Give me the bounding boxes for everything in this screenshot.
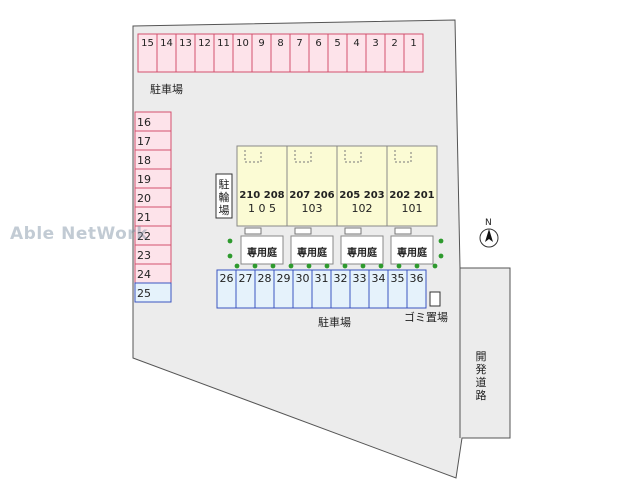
unit-lower-number: 103	[302, 202, 323, 215]
parking-space-number: 27	[239, 272, 253, 285]
garden-step	[294, 227, 312, 235]
parking-space-number: 21	[137, 211, 151, 224]
hedge-dot	[324, 263, 330, 269]
parking-space-number: 5	[334, 38, 340, 49]
parking-space-number: 23	[137, 249, 151, 262]
garden-step	[244, 227, 262, 235]
hedge-dots	[227, 238, 444, 269]
parking-space-number: 22	[137, 230, 151, 243]
parking-label-lower: 駐車場	[318, 316, 351, 329]
unit-lower-number: 101	[402, 202, 423, 215]
hedge-dot	[306, 263, 312, 269]
private-garden-label: 専用庭	[347, 246, 378, 259]
unit-lower-number: 1 0 5	[248, 202, 276, 215]
apartment-unit	[336, 145, 388, 227]
parking-row-bottom: 26 27 28 29 30 31 32 33 34 35 36	[216, 269, 427, 309]
hedge-dot	[360, 263, 366, 269]
parking-space-number: 2	[391, 38, 397, 49]
garden-step	[344, 227, 362, 235]
roof-outline	[344, 150, 362, 163]
parking-space-number: 8	[277, 38, 283, 49]
parking-space-number: 9	[258, 38, 264, 49]
parking-space-number: 10	[236, 38, 249, 49]
private-garden-label: 専用庭	[397, 246, 428, 259]
hedge-dot	[270, 263, 276, 269]
hedge-dot	[227, 253, 233, 259]
private-garden	[340, 235, 384, 265]
parking-space-number: 4	[353, 38, 359, 49]
parking-space-number: 34	[372, 272, 386, 285]
unit-upper-numbers: 207 206	[289, 190, 334, 201]
hedge-dot	[227, 238, 233, 244]
parking-space-number: 36	[410, 272, 424, 285]
parking-space-number: 18	[137, 154, 151, 167]
parking-space-number: 17	[137, 135, 151, 148]
parking-space-number: 33	[353, 272, 367, 285]
parking-space-number: 19	[137, 173, 151, 186]
parking-space-number: 7	[296, 38, 302, 49]
parking-space-number: 13	[179, 38, 192, 49]
parking-space-number: 11	[217, 38, 230, 49]
hedge-dot	[414, 263, 420, 269]
parking-space-number: 14	[160, 38, 173, 49]
hedge-dot	[432, 263, 438, 269]
unit-upper-numbers: 205 203	[339, 190, 384, 201]
watermark: Able NetWork	[10, 224, 148, 244]
roof-outline	[394, 150, 412, 163]
parking-space-number: 35	[391, 272, 405, 285]
parking-space-number: 30	[296, 272, 310, 285]
parking-space-number: 12	[198, 38, 211, 49]
garbage-area-box	[429, 291, 441, 307]
unit-lower-number: 102	[352, 202, 373, 215]
hedge-dot	[234, 263, 240, 269]
garden-step	[394, 227, 412, 235]
parking-space-number: 15	[141, 38, 154, 49]
unit-upper-numbers: 202 201	[389, 190, 434, 201]
private-garden	[290, 235, 334, 265]
parking-row-top: 15 14 13 12 11 10 9 8 7 6 5 4 3 2 1	[137, 33, 424, 73]
parking-space-number: 20	[137, 192, 151, 205]
parking-space-number: 1	[410, 38, 416, 49]
parking-space-number: 3	[372, 38, 378, 49]
parking-space-blue	[134, 282, 172, 303]
unit-upper-numbers: 210 208	[239, 190, 284, 201]
hedge-dot	[288, 263, 294, 269]
hedge-dot	[378, 263, 384, 269]
parking-space-number: 6	[315, 38, 321, 49]
bicycle-parking-label: 駐輪場	[218, 178, 230, 217]
hedge-dot	[396, 263, 402, 269]
parking-label-upper: 駐車場	[150, 83, 183, 96]
private-garden-label: 専用庭	[247, 246, 278, 259]
parking-space-number: 32	[334, 272, 348, 285]
parking-space-number: 16	[137, 116, 151, 129]
parking-space	[403, 33, 424, 73]
hedge-dot	[438, 238, 444, 244]
parking-space-number: 29	[277, 272, 291, 285]
parking-space-number: 24	[137, 268, 151, 281]
private-garden	[240, 235, 284, 265]
bicycle-parking-area	[215, 173, 233, 219]
north-label: N	[485, 218, 492, 228]
parking-space	[406, 269, 427, 309]
parking-space-number: 26	[220, 272, 234, 285]
roof-outline	[294, 150, 312, 163]
garbage-label: ゴミ置場	[404, 311, 448, 324]
roof-outline	[244, 150, 262, 163]
parking-column-left: 16 17 18 19 20 21 22 23 24 25	[134, 111, 172, 303]
hedge-dot	[342, 263, 348, 269]
parking-space-number: 25	[137, 287, 151, 300]
hedge-dot	[252, 263, 258, 269]
parking-space-number: 28	[258, 272, 272, 285]
road-label: 開発道路	[475, 350, 487, 402]
hedge-dot	[438, 253, 444, 259]
private-garden	[390, 235, 434, 265]
private-garden-label: 専用庭	[297, 246, 328, 259]
north-arrow-icon	[479, 228, 499, 248]
parking-space-number: 31	[315, 272, 329, 285]
